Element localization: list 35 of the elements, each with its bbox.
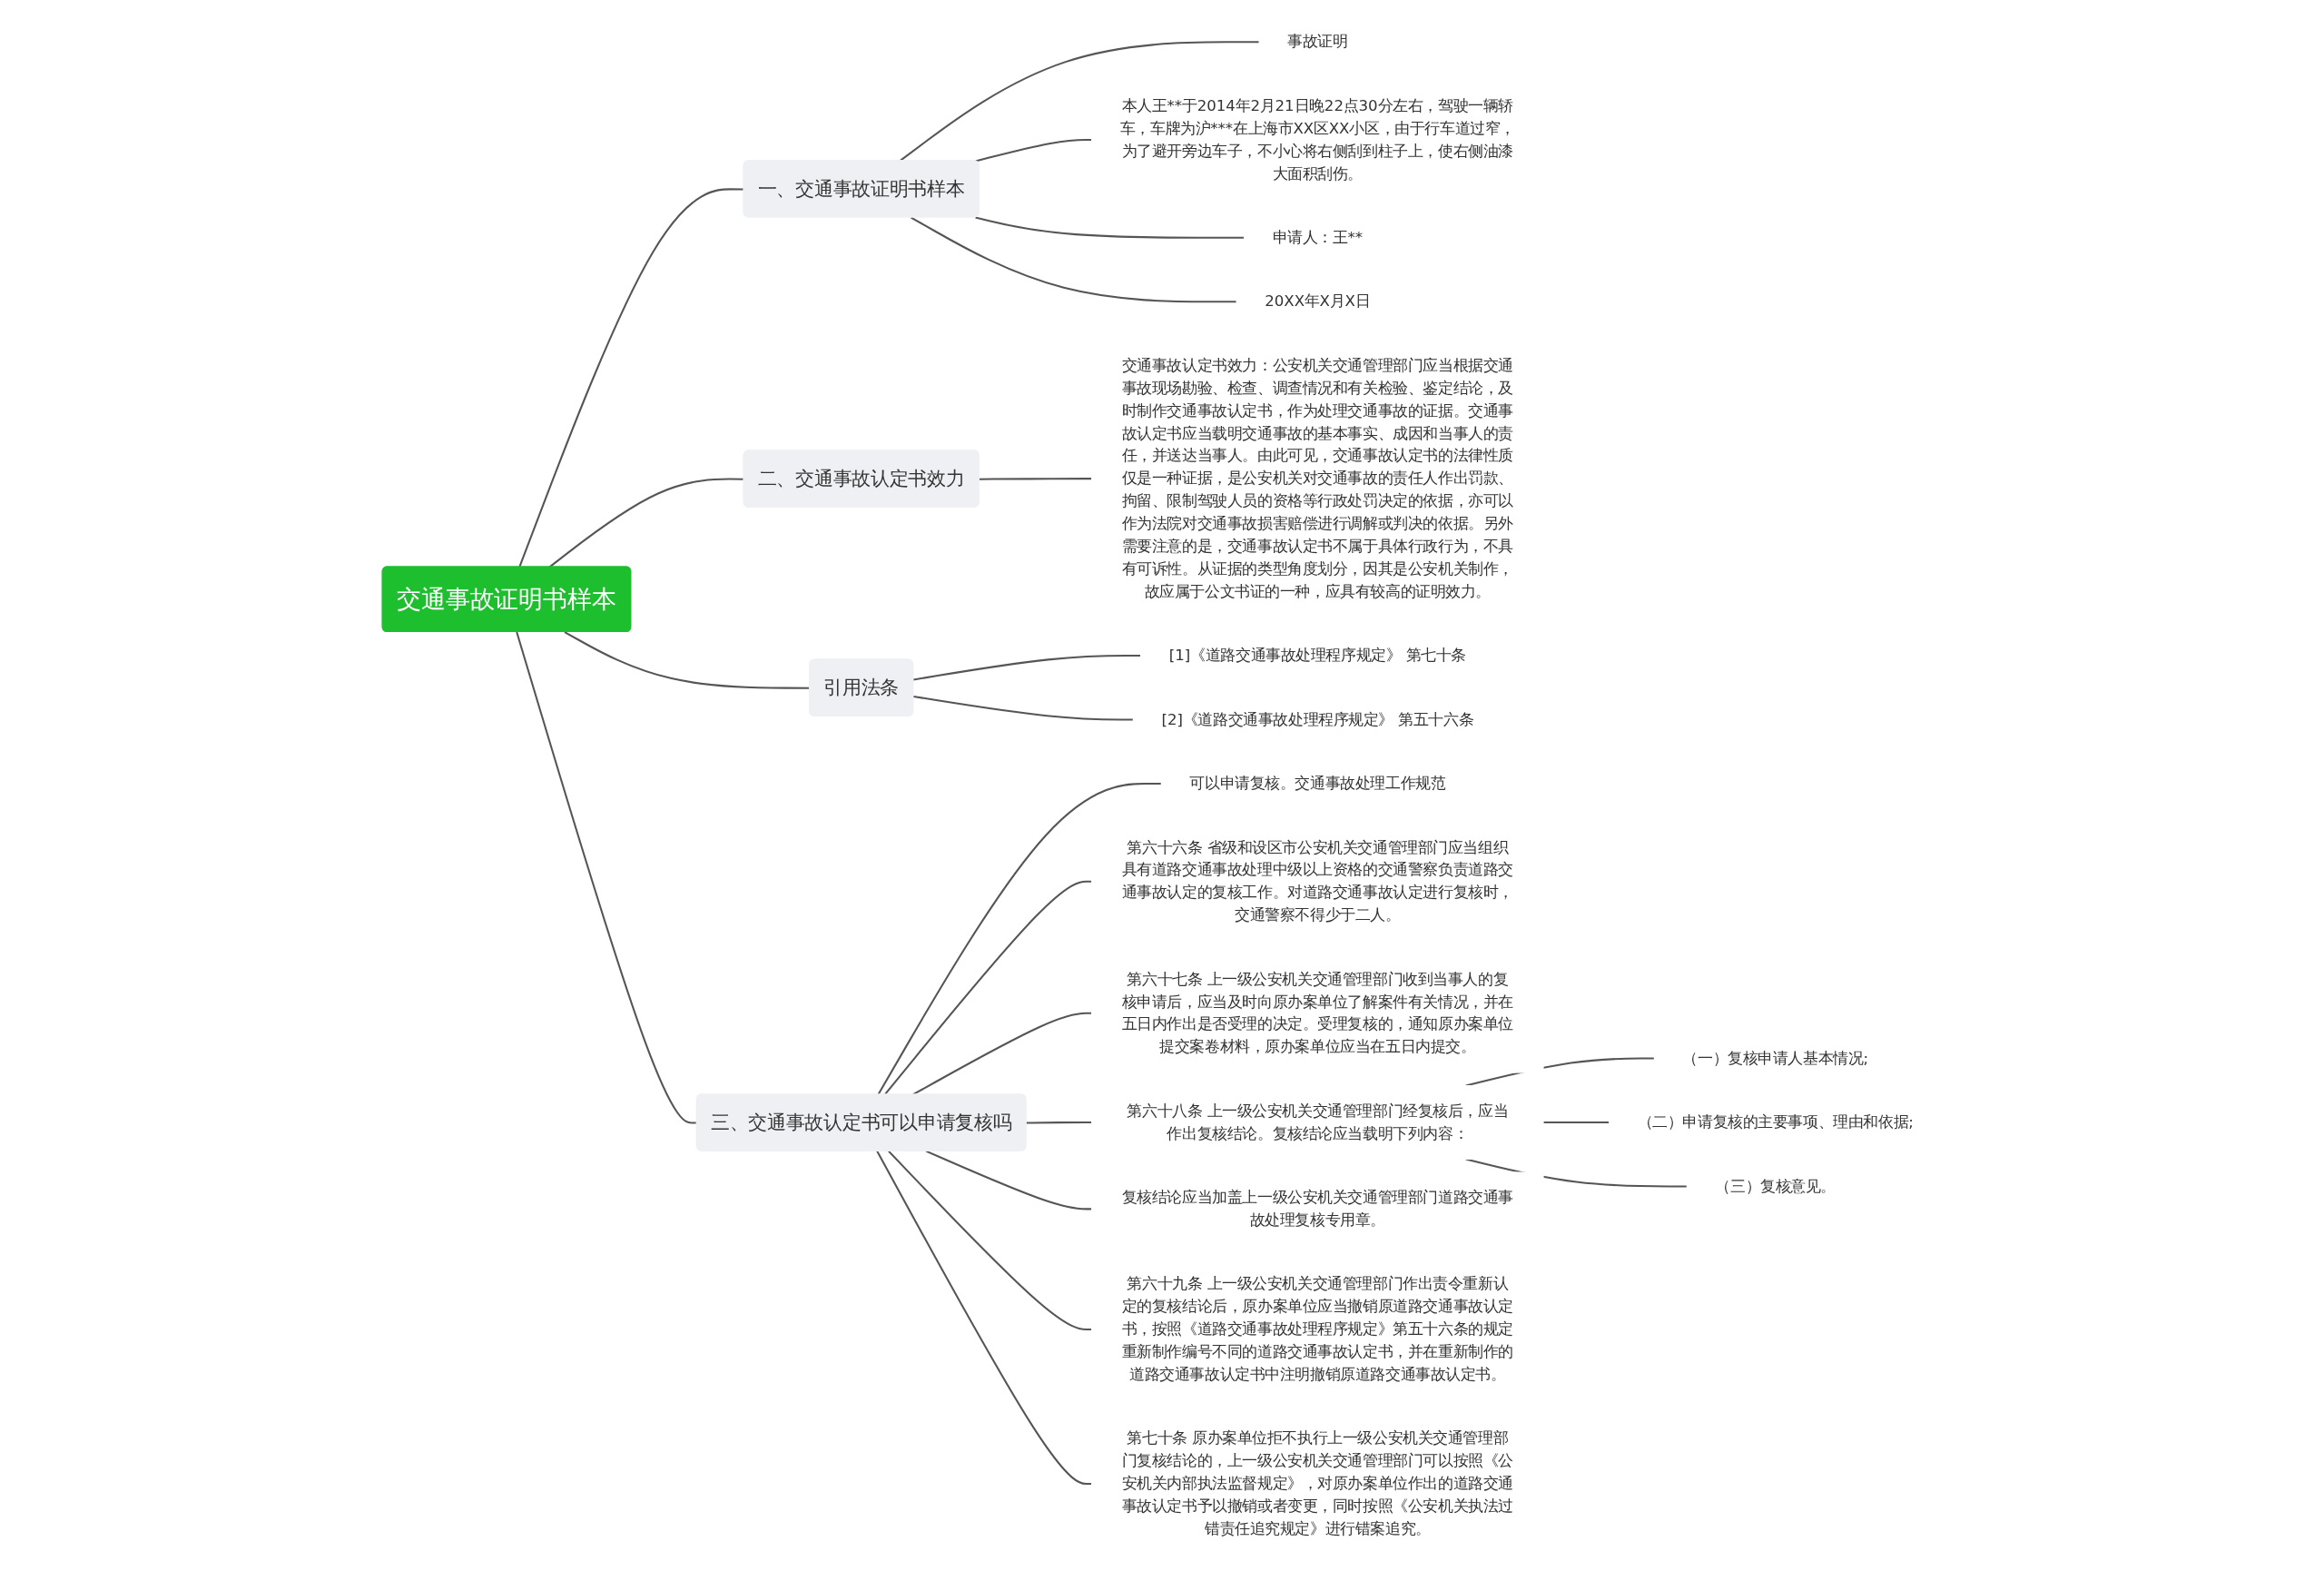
node-text: 第六十八条 上一级公安机关交通管理部门经复核后，应当作出复核结论。复核结论应当载明下列内容： — [1127, 1102, 1509, 1142]
connector — [1465, 1057, 1655, 1087]
node-text: 第六十九条 上一级公安机关交通管理部门作出责令重新认定的复核结论后，原办案单位应当撤销原道路交通事故认定书，按照《道路交通事故处理程序规定》第五十六条的规定重新制作编号不同的道路交通事故认定书，并在重新制作的道路交通事故认定书中注明撤销原道路交通事故认定书。 — [1121, 1274, 1513, 1384]
node-text: 第七十条 原办案单位拒不执行上一级公安机关交通管理部门复核结论的，上一级公安机关交通管理部门可以按照《公安机关内部执法监督规定》，对原办案单位作出的道路交通事故认定书予以撤销或者变更，同时按照《公安机关执法过错责任追究规定》进行错案追究。 — [1121, 1428, 1513, 1538]
connector — [888, 1150, 1092, 1331]
connector — [1026, 1121, 1092, 1124]
connector — [877, 782, 1162, 1095]
node-text: （一）复核申请人基本情况; — [1682, 1049, 1868, 1067]
node-text: 可以申请复核。交通事故处理工作规范 — [1189, 774, 1446, 793]
node-text: （三）复核意见。 — [1715, 1177, 1837, 1195]
node-text: 事故证明 — [1287, 32, 1348, 51]
connector — [516, 631, 697, 1124]
node-text: 申请人：王** — [1272, 228, 1364, 247]
node-text: 第六十六条 省级和设区市公安机关交通管理部门应当组织具有道路交通事故处理中级以上资格的交通警察负责道路交通事故认定的复核工作。对道路交通事故认定进行复核时，交通警察不得少于二人。 — [1121, 838, 1513, 924]
connector — [975, 139, 1092, 163]
node-text: [2]《道路交通事故处理程序规定》 第五十六条 — [1161, 710, 1474, 728]
node-text: 20XX年X月X日 — [1265, 291, 1371, 311]
node-text: 复核结论应当加盖上一级公安机关交通管理部门道路交通事故处理复核专用章。 — [1121, 1188, 1513, 1230]
node-text: [1]《道路交通事故处理程序规定》 第七十条 — [1168, 646, 1466, 665]
connector — [911, 216, 1237, 303]
connector — [518, 188, 744, 568]
node-text: 本人王**于2014年2月21日晚22点30分左右，驾驶一辆轿车，车牌为沪***在上海市XX区XX小区，由于行车道过窄，为了避开旁边车子，不小心将右侧刮到柱子上，使右侧油漆大面积刮伤。 — [1119, 96, 1515, 183]
node-text: 交通事故认定书效力：公安机关交通管理部门应当根据交通事故现场勘验、检查、调查情况和有关检验、鉴定结论，及时制作交通事故认定书，作为处理交通事故的证据。交通事故认定书应当载明交通事故的基本事实、成因和当事人的责任，并送达当事人。由此可见，交通事故认定书的法律性质仅是一种证据，是公安机关对交通事故的责任人作出罚款、拘留、限制驾驶人员的资格等行政处罚决定的依据，亦可以作为法院对交通事故损害赔偿进行调解或判决的依据。另外需要注意的是，交通事故认定书不属于具体行政行为，不具有可诉性。从证据的类型角度划分，因其是公安机关制作，故应属于公文书证的一种，应具有较高的证明效力。 — [1121, 356, 1513, 600]
node-text: （二）申请复核的主要事项、理由和依据; — [1637, 1112, 1914, 1131]
connector — [1543, 1121, 1610, 1124]
connector — [1465, 1158, 1688, 1188]
connector — [548, 478, 744, 568]
connector — [975, 216, 1245, 239]
connector — [876, 1151, 1092, 1485]
connector — [899, 41, 1260, 163]
connector — [979, 478, 1092, 480]
node-text: 第六十七条 上一级公安机关交通管理部门收到当事人的复核申请后，应当及时向原办案单位了解案件有关情况，并在五日内作出是否受理的决定。受理复核的，通知原办案单位提交案卷材料，原办案单位应当在五日内提交。 — [1121, 970, 1513, 1056]
connector — [913, 695, 1134, 721]
connector — [925, 1150, 1092, 1210]
connector — [913, 654, 1141, 681]
